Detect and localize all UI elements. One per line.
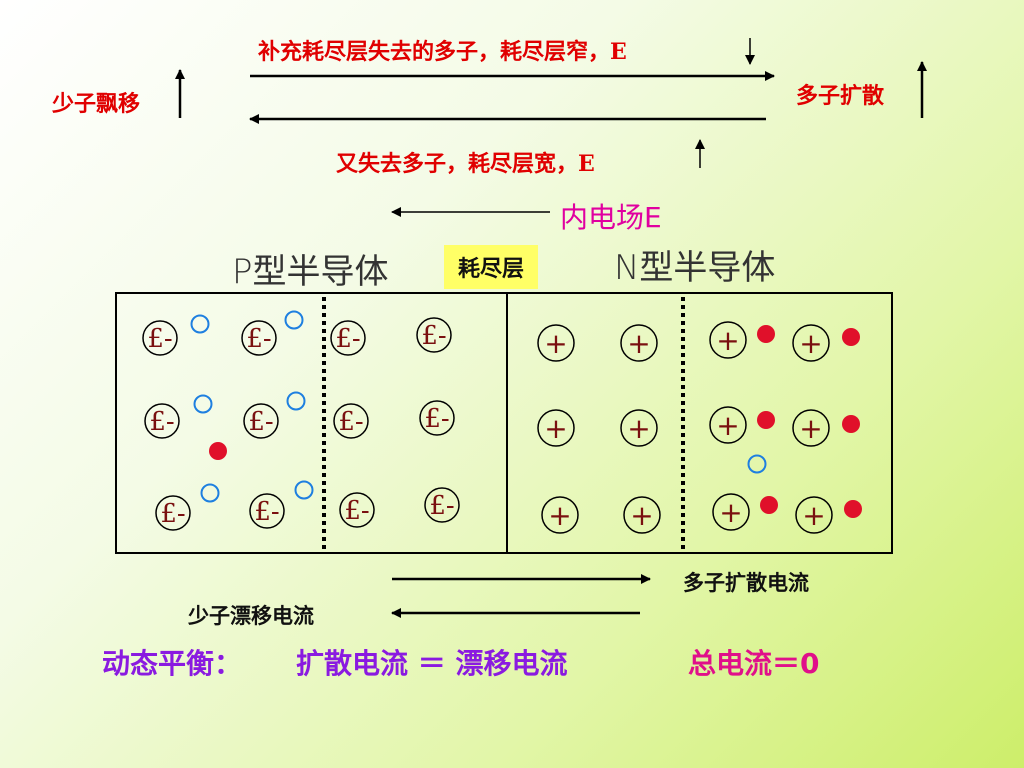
- balance-equation: 扩散电流 ＝ 漂移电流: [296, 647, 568, 680]
- n-type-title: N型半导体: [614, 248, 776, 288]
- negative-ion-symbol: £-: [429, 491, 454, 521]
- positive-ion: [620, 324, 658, 362]
- hole: [200, 483, 220, 503]
- electron: [209, 442, 227, 460]
- minority-drift-label: 少子飘移: [52, 91, 141, 117]
- negative-ion-symbol: £-: [338, 407, 363, 437]
- positive-ion-symbol: +: [799, 412, 822, 445]
- positive-ion-symbol: +: [544, 412, 567, 445]
- positive-ion-symbol: +: [802, 499, 825, 532]
- negative-ion: [424, 487, 460, 523]
- electron: [842, 328, 860, 346]
- hole: [193, 394, 213, 414]
- positive-ion: [623, 496, 661, 534]
- positive-ion: [792, 324, 830, 362]
- positive-ion: [620, 409, 658, 447]
- negative-ion: [333, 403, 369, 439]
- electron: [842, 415, 860, 433]
- negative-ion-symbol: £-: [344, 496, 369, 526]
- positive-ion-symbol: +: [544, 327, 567, 360]
- negative-ion-symbol: £-: [424, 404, 449, 434]
- positive-ion: [541, 496, 579, 534]
- inner-field-label: 内电场E: [560, 201, 662, 234]
- positive-ion-symbol: +: [716, 409, 739, 442]
- majority-diffusion-current-label: 多子扩散电流: [683, 570, 809, 595]
- positive-ion: [537, 324, 575, 362]
- negative-ion: [243, 403, 279, 439]
- negative-ion-symbol: £-: [254, 497, 279, 527]
- negative-ion: [249, 493, 285, 529]
- positive-ion: [712, 493, 750, 531]
- hole: [190, 314, 210, 334]
- negative-ion-symbol: £-: [421, 321, 446, 351]
- negative-ion: [142, 320, 178, 356]
- negative-ion: [339, 492, 375, 528]
- positive-ion-symbol: +: [716, 324, 739, 357]
- positive-ion-symbol: +: [627, 327, 650, 360]
- positive-ion-symbol: +: [719, 496, 742, 529]
- positive-ion-symbol: +: [548, 499, 571, 532]
- minority-drift-current-label: 少子漂移电流: [188, 603, 314, 628]
- supplement-text: 补充耗尽层失去的多子，耗尽层窄，E: [258, 39, 627, 65]
- electron: [760, 496, 778, 514]
- majority-diffusion-label: 多子扩散: [796, 83, 885, 109]
- negative-ion: [155, 495, 191, 531]
- hole: [747, 454, 767, 474]
- negative-ion: [241, 320, 277, 356]
- negative-ion-symbol: £-: [147, 324, 172, 354]
- hole: [294, 480, 314, 500]
- positive-ion-symbol: +: [630, 499, 653, 532]
- hole: [286, 391, 306, 411]
- positive-ion: [792, 409, 830, 447]
- electron: [757, 325, 775, 343]
- positive-ion-symbol: +: [627, 412, 650, 445]
- negative-ion: [416, 317, 452, 353]
- positive-ion: [795, 496, 833, 534]
- negative-ion-symbol: £-: [160, 499, 185, 529]
- negative-ion-symbol: £-: [149, 407, 174, 437]
- negative-ion: [330, 320, 366, 356]
- negative-ion-symbol: £-: [248, 407, 273, 437]
- lose-again-text: 又失去多子，耗尽层宽，E: [336, 151, 595, 177]
- positive-ion: [537, 409, 575, 447]
- semiconductor-box: [115, 292, 893, 554]
- positive-ion: [709, 321, 747, 359]
- negative-ion-symbol: £-: [246, 324, 271, 354]
- hole: [284, 310, 304, 330]
- electron: [844, 500, 862, 518]
- p-type-title: P型半导体: [232, 252, 389, 292]
- depletion-layer-label: 耗尽层: [444, 245, 539, 289]
- negative-ion: [144, 403, 180, 439]
- positive-ion-symbol: +: [799, 327, 822, 360]
- positive-ion: [709, 406, 747, 444]
- electron: [757, 411, 775, 429]
- negative-ion: [419, 400, 455, 436]
- negative-ion-symbol: £-: [335, 324, 360, 354]
- total-current-label: 总电流＝0: [688, 647, 820, 680]
- dynamic-balance-label: 动态平衡：: [102, 647, 243, 680]
